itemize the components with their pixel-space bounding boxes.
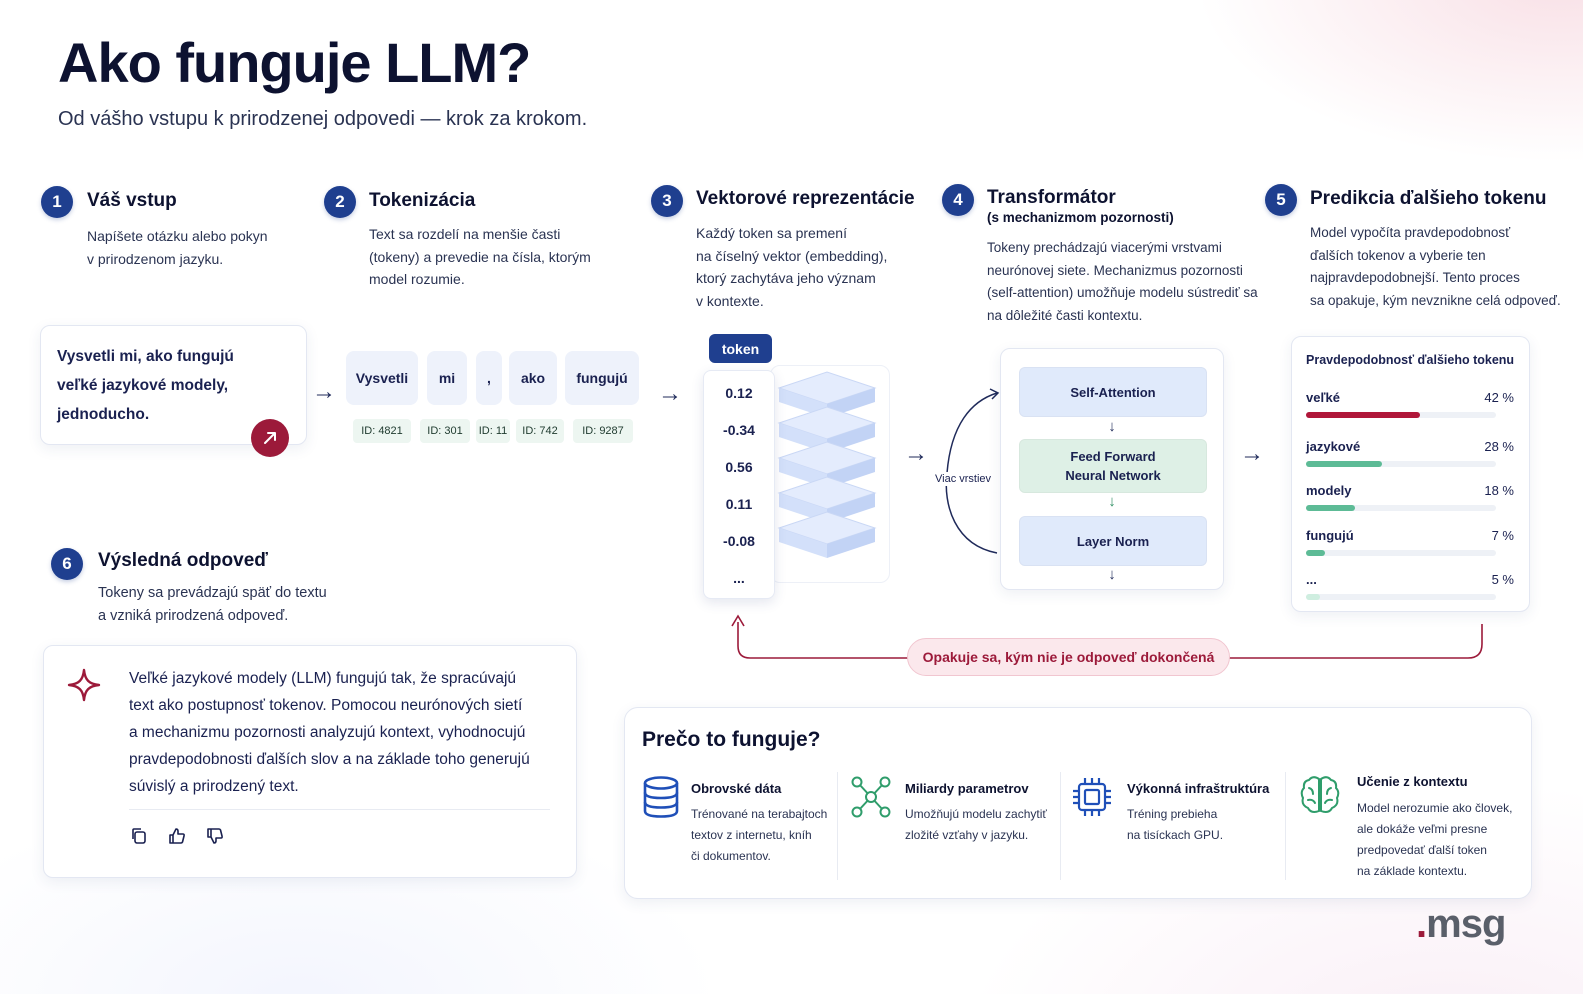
probability-bar [1306, 461, 1383, 467]
step-2-number: 2 [324, 186, 356, 218]
arrow-right-icon: → [904, 440, 928, 467]
step-3-title: Vektorové reprezentácie [696, 188, 915, 209]
answer-text: Veľké jazykové modely (LLM) fungujú tak,… [129, 670, 530, 795]
probability-bar [1306, 594, 1320, 600]
step-6-title: Výsledná odpoveď [98, 550, 268, 571]
step-1-title: Váš vstup [87, 190, 177, 211]
page-subtitle: Od vášho vstupu k prirodzenej odpovedi —… [58, 108, 588, 130]
token-chip: fungujú [565, 351, 639, 405]
token-id-badge: ID: 9287 [573, 419, 633, 443]
arrow-down-icon: ↓ [1108, 418, 1116, 435]
step-4-title: Transformátor [987, 187, 1116, 208]
arrow-down-icon: ↓ [1108, 493, 1116, 510]
msg-logo: .msg [1416, 902, 1506, 946]
why-item-heading: Miliardy parametrov [905, 781, 1029, 796]
step-3-number: 3 [651, 185, 683, 217]
self-attention-block: Self-Attention [1019, 367, 1207, 417]
probability-bar [1306, 412, 1421, 418]
layers-loop-label: Viac vrstiev [935, 472, 992, 486]
send-arrow-icon [264, 432, 276, 444]
why-item-heading: Učenie z kontextu [1357, 774, 1468, 789]
token-label: token [709, 334, 772, 363]
token-chip: mi [427, 351, 467, 405]
why-item-heading: Výkonná infraštruktúra [1127, 781, 1270, 796]
prediction-row: fungujú 7 % [1306, 528, 1514, 556]
embedding-stack [770, 365, 890, 583]
prediction-heading: Pravdepodobnosť ďalšieho tokenu [1306, 353, 1515, 367]
thumbs-down-icon[interactable] [205, 826, 225, 846]
send-button[interactable] [251, 419, 289, 457]
step-6-number: 6 [51, 548, 83, 580]
page-title: Ako funguje LLM? [58, 31, 531, 94]
why-item-description: Model nerozumie ako človek,ale dokáže ve… [1357, 801, 1513, 878]
step-1-number: 1 [41, 186, 73, 218]
step-2-title: Tokenizácia [369, 190, 476, 211]
vector-value: -0.08 [723, 533, 755, 549]
probability-bar [1306, 505, 1355, 511]
prediction-row: modely 18 % [1306, 483, 1514, 511]
vector-column: 0.12 -0.34 0.56 0.11 -0.08 ... [703, 370, 775, 599]
token-id-badge: ID: 11 [476, 419, 510, 443]
token-chip: , [476, 351, 502, 405]
why-it-works-card: Prečo to funguje? Obrovské dáta Trénovan… [624, 707, 1532, 899]
why-title: Prečo to funguje? [642, 728, 821, 751]
chip-icon [1073, 778, 1111, 816]
why-item-heading: Obrovské dáta [691, 781, 782, 796]
arrow-right-icon: → [658, 380, 682, 407]
brain-icon [1300, 776, 1340, 813]
arrow-right-icon: → [1240, 440, 1264, 467]
prediction-row: jazykové 28 % [1306, 439, 1514, 467]
probability-bar [1306, 550, 1326, 556]
database-icon [643, 776, 679, 818]
divider [1285, 772, 1286, 880]
step-2-description: Text sa rozdelí na menšie časti(tokeny) … [369, 226, 591, 287]
answer-card: Veľké jazykové modely (LLM) fungujú tak,… [43, 645, 577, 878]
divider [1060, 772, 1061, 880]
arrow-right-icon: → [312, 378, 336, 405]
vector-value: ... [733, 570, 745, 586]
divider [129, 809, 550, 810]
vector-value: -0.34 [723, 422, 755, 438]
step-4-number: 4 [942, 184, 974, 216]
token-chip: ako [509, 351, 557, 405]
layer-norm-block: Layer Norm [1019, 516, 1207, 566]
token-id-badge: ID: 742 [516, 419, 564, 443]
step-5-title: Predikcia ďalšieho tokenu [1310, 188, 1547, 209]
prediction-row: ... 5 % [1306, 572, 1514, 600]
copy-icon[interactable] [129, 826, 149, 846]
step-5-number: 5 [1265, 184, 1297, 216]
arrow-down-icon: ↓ [1108, 566, 1116, 583]
token-id-badge: ID: 4821 [353, 419, 411, 443]
sparkle-icon [67, 668, 101, 702]
network-icon [851, 776, 891, 818]
step-4-subtitle: (s mechanizmom pozornosti) [987, 210, 1174, 225]
vector-value: 0.11 [725, 496, 753, 512]
prediction-card: Pravdepodobnosť ďalšieho tokenu veľké 42… [1291, 336, 1530, 612]
repeat-loop-badge: Opakuje sa, kým nie je odpoveď dokončená [907, 638, 1230, 676]
vector-value: 0.12 [725, 385, 753, 401]
prediction-row: veľké 42 % [1306, 390, 1514, 418]
thumbs-up-icon[interactable] [167, 826, 187, 846]
embedding-layers-icon [777, 371, 877, 558]
token-id-badge: ID: 301 [420, 419, 470, 443]
token-chip: Vysvetli [346, 351, 418, 405]
vector-value: 0.56 [725, 459, 753, 475]
divider [837, 772, 838, 880]
